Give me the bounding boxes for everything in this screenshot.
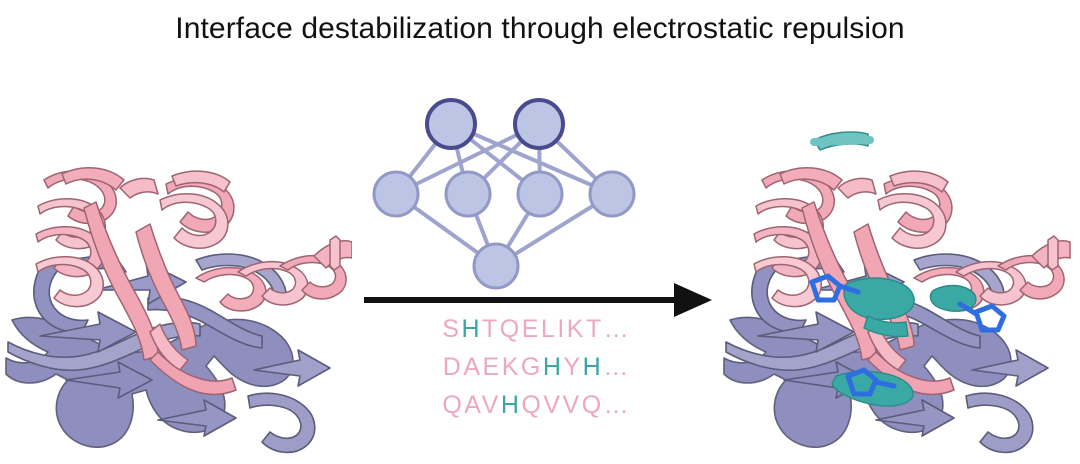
residue: V (481, 391, 501, 419)
residue: E (482, 353, 502, 381)
residue: Q (442, 391, 465, 419)
residue-ellipsis: … (603, 353, 630, 381)
residue: V (562, 391, 582, 419)
residue: L (540, 315, 558, 343)
network-node-hidden-1 (372, 170, 420, 218)
sequence-row-1: SHTQELIKT… (356, 310, 716, 348)
network-node-hidden-3 (516, 170, 564, 218)
residue: Q (581, 391, 604, 419)
sequence-row-2: DAEKGHYH… (356, 348, 716, 386)
residue: H (582, 353, 604, 381)
residue: G (520, 353, 543, 381)
residue: H (500, 391, 522, 419)
sidechain-sticks (809, 273, 1007, 397)
left-protein-structure (0, 84, 352, 464)
residue: K (566, 315, 586, 343)
residue: H (542, 353, 564, 381)
network-node-output-2 (513, 98, 565, 150)
right-protein-structure (718, 84, 1080, 464)
residue: V (543, 391, 563, 419)
residue: H (461, 315, 482, 343)
top-teal-connector (810, 136, 874, 146)
residue: A (464, 391, 482, 419)
residue: E (521, 315, 541, 343)
residue: Q (499, 315, 522, 343)
model-and-sequences-panel: SHTQELIKT… DAEKGHYH… QAVHQVVQ… (356, 84, 716, 464)
sequence-row-3: QAVHQVVQ… (356, 386, 716, 424)
residue: T (482, 315, 500, 343)
wild-type-cartoon (5, 166, 352, 454)
network-node-output-1 (425, 98, 477, 150)
residue-ellipsis: … (603, 391, 630, 419)
residue: A (463, 353, 483, 381)
residue: S (442, 315, 462, 343)
page-title: Interface destabilization through electr… (175, 12, 905, 45)
network-node-input-1 (472, 242, 520, 290)
residue: I (557, 315, 567, 343)
residue: K (501, 353, 521, 381)
residue: T (585, 315, 604, 343)
sequence-list: SHTQELIKT… DAEKGHYH… QAVHQVVQ… (356, 310, 716, 424)
redesigned-cartoon (723, 131, 1071, 454)
neural-network-diagram (372, 98, 636, 290)
residue: Y (563, 353, 583, 381)
residue: Q (521, 391, 544, 419)
network-node-hidden-2 (444, 170, 492, 218)
network-node-hidden-4 (588, 170, 636, 218)
transformation-arrow (364, 283, 712, 317)
residue-ellipsis: … (603, 315, 630, 343)
residue: D (442, 353, 464, 381)
